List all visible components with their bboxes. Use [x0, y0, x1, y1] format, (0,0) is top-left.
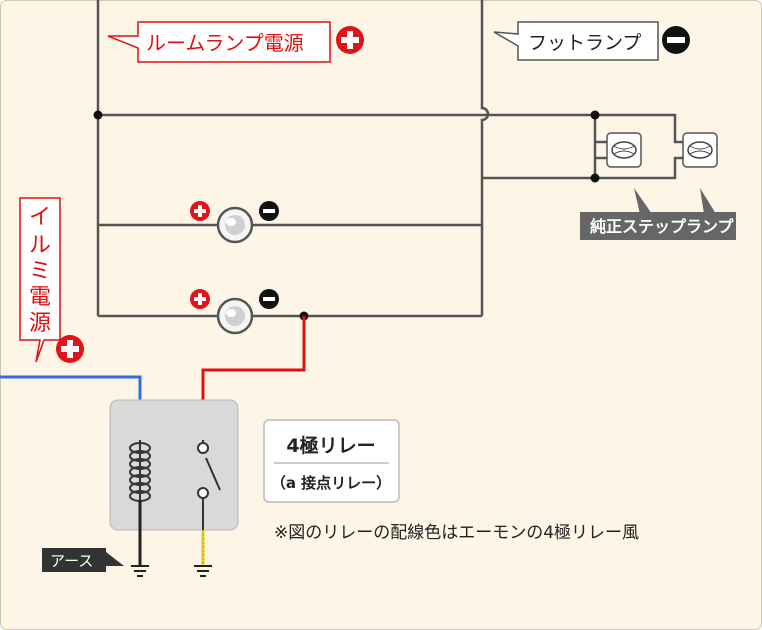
earth-label: アース: [50, 552, 93, 570]
junction-dot: [590, 110, 600, 120]
foot-lamp-label: フットランプ: [528, 32, 641, 54]
foot-lamp-callout: フットランプ: [493, 21, 659, 61]
relay-contact-arm: [205, 457, 221, 491]
illumi-power-char: 源: [29, 311, 51, 336]
relay-title: 4極リレー: [286, 434, 375, 457]
switch-button-icon: [216, 297, 254, 335]
relay-contact-top: [197, 442, 209, 454]
gray-wiring: [96, 0, 688, 318]
room-lamp-power-callout: ルームランプ電源: [107, 21, 331, 63]
junction-dot: [590, 173, 600, 183]
relay: [109, 399, 239, 531]
bulb-icon: [606, 132, 642, 168]
earth-callout: アース: [42, 548, 124, 572]
bulb-icon: [682, 132, 718, 168]
stock-step-lamp-label: 純正ステップランプ: [590, 217, 735, 236]
relay-subtitle: （a 接点リレー）: [271, 474, 391, 492]
minus-circle-icon: [259, 201, 279, 221]
illumi-power-char: ル: [29, 233, 51, 258]
stock-step-lamp-callout: 純正ステップランプ: [580, 188, 736, 240]
illumi-power-char: イ: [29, 205, 51, 230]
ground-icon: [194, 565, 212, 577]
junction-dots: [93, 110, 600, 321]
minus-circle-icon: [259, 289, 279, 309]
illumi-power-callout: イ ル ミ 電 源: [19, 197, 61, 363]
wiring-color-note: ※図のリレーの配線色はエーモンの4極リレー風: [274, 523, 639, 543]
illumi-power-char: 電: [29, 285, 51, 310]
plus-circle-icon: [56, 335, 84, 363]
relay-info-box: 4極リレー （a 接点リレー）: [263, 419, 400, 503]
relay-contact-bottom: [197, 487, 209, 499]
illumi-power-char: ミ: [29, 259, 51, 284]
bulb-bottom-wire: [595, 156, 688, 180]
room-lamp-power-label: ルームランプ電源: [146, 31, 304, 55]
plus-circle-icon: [190, 201, 210, 221]
bulb-top-wire: [595, 113, 688, 144]
plus-circle-icon: [190, 289, 210, 309]
junction-dot: [93, 110, 103, 120]
plus-circle-icon: [336, 26, 364, 54]
minus-circle-icon: [662, 26, 690, 54]
switch-button-icon: [216, 206, 254, 244]
ground-icon: [131, 565, 149, 577]
